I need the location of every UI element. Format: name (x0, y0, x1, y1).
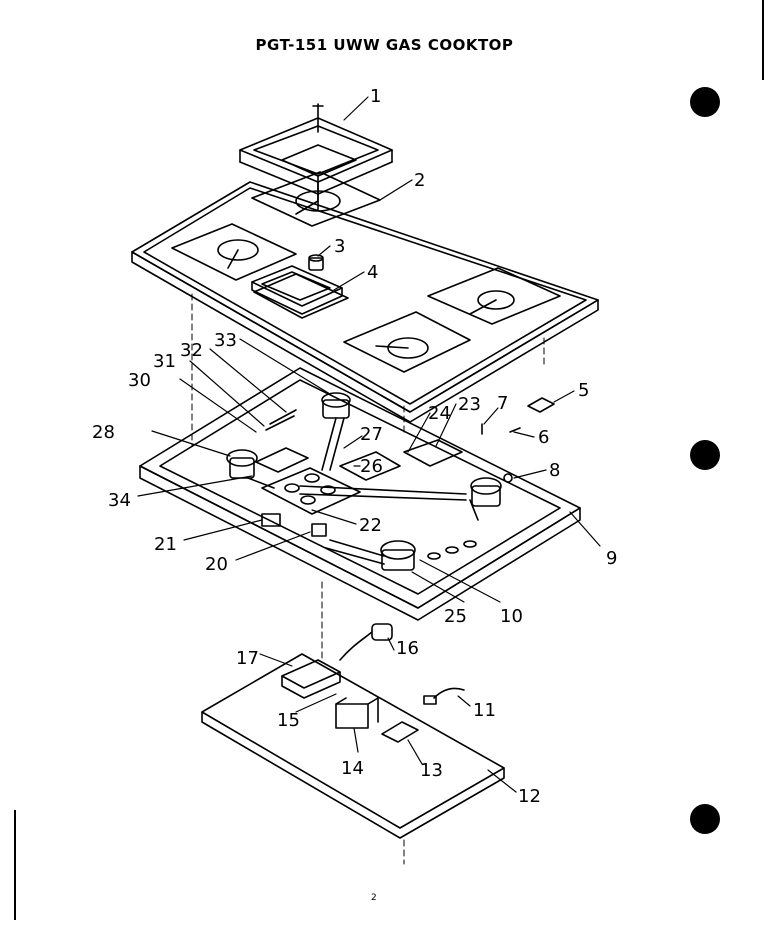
callout-11: 11 (473, 700, 496, 721)
callout-3: 3 (334, 236, 345, 257)
callout-17: 17 (236, 648, 259, 669)
callout-13: 13 (420, 760, 443, 781)
callout-5: 5 (578, 380, 589, 401)
binder-hole-bottom (690, 804, 720, 834)
left-margin-line (14, 810, 16, 920)
callout-25: 25 (444, 606, 467, 627)
callout-27: 27 (360, 424, 383, 445)
cooktop-top-part (131, 171, 599, 423)
callout-34: 34 (108, 490, 131, 511)
grate-part (239, 103, 393, 211)
hardware-parts (481, 397, 555, 435)
callout-31: 31 (153, 351, 176, 372)
control-knob-part (308, 254, 324, 271)
callout-16: 16 (396, 638, 419, 659)
callout-8: 8 (549, 460, 560, 481)
callout-4: 4 (367, 262, 378, 283)
callout-14: 14 (341, 758, 364, 779)
bottom-pan-part (201, 623, 505, 839)
callout-9: 9 (606, 548, 617, 569)
callout-12: 12 (518, 786, 541, 807)
callout-20: 20 (205, 554, 228, 575)
callout-15: 15 (277, 710, 300, 731)
callout-10: 10 (500, 606, 523, 627)
binder-hole-top (690, 87, 720, 117)
page-title: PGT-151 UWW GAS COOKTOP (255, 36, 514, 54)
right-margin-line (762, 0, 764, 80)
callout-26: 26 (360, 456, 383, 477)
callout-6: 6 (538, 427, 549, 448)
callout-21: 21 (154, 534, 177, 555)
callout-24: 24 (428, 403, 451, 424)
callout-7: 7 (497, 393, 508, 414)
binder-hole-middle (690, 440, 720, 470)
callout-1: 1 (370, 86, 381, 107)
page-number: 2 (371, 893, 377, 903)
callout-2: 2 (414, 170, 425, 191)
callout-22: 22 (359, 515, 382, 536)
callout-33: 33 (214, 330, 237, 351)
callout-30: 30 (128, 370, 151, 391)
callout-32: 32 (180, 340, 203, 361)
control-bezel-part (251, 265, 343, 315)
callout-28: 28 (92, 422, 115, 443)
burner-pan-part (139, 367, 581, 621)
callout-23: 23 (458, 394, 481, 415)
